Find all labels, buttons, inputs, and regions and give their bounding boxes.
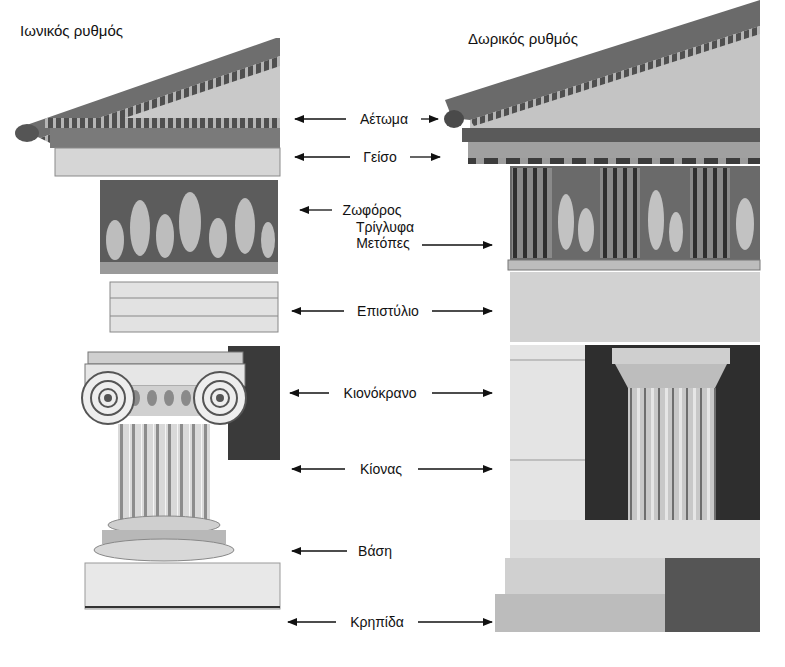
base-torus — [94, 539, 234, 561]
geison — [50, 128, 280, 148]
label-anchor: Γείσο — [363, 148, 397, 166]
leader-arrow — [292, 310, 344, 311]
echinus — [615, 364, 727, 388]
part-label: Αέτωμα — [360, 111, 408, 127]
architrave — [110, 282, 278, 332]
label-anchor: Τρίγλυφα — [356, 218, 414, 236]
leader-arrow — [292, 550, 347, 551]
raking-cornice — [445, 0, 760, 120]
leader-arrow — [418, 468, 492, 469]
label-anchor: Ιωνικός ρυθμός — [20, 22, 123, 40]
mutules — [468, 158, 760, 164]
leader-arrow — [300, 209, 332, 210]
krepis-shadow — [665, 558, 760, 632]
leader-arrow — [410, 156, 440, 157]
part-label: Τρίγλυφα — [356, 219, 414, 235]
leader-arrow — [288, 621, 336, 622]
frieze — [100, 180, 278, 264]
part-label: Ζωφόρος — [343, 202, 402, 218]
label-anchor: Κίονας — [360, 460, 402, 478]
label-anchor: Κρηπίδα — [350, 613, 404, 631]
column-shaft — [628, 388, 716, 520]
part-label: Γείσο — [363, 149, 397, 165]
label-anchor: Μετόπες — [356, 234, 410, 252]
leader-arrows — [288, 119, 492, 622]
wall — [510, 345, 585, 520]
regula — [508, 260, 760, 270]
krepis-step — [510, 520, 760, 558]
leader-arrow — [432, 392, 492, 393]
label-anchor: Δωρικός ρυθμός — [468, 30, 578, 48]
wall-edge — [510, 360, 585, 361]
leader-arrow — [418, 621, 492, 622]
lion-head — [444, 110, 464, 128]
raking-cornice — [18, 38, 280, 138]
part-label: Κρηπίδα — [350, 614, 404, 630]
leader-arrow — [432, 310, 492, 311]
leader-arrow — [290, 392, 329, 393]
architrave-fascia — [110, 316, 278, 317]
wall-edge — [510, 460, 585, 461]
volute — [82, 372, 134, 424]
krepis — [85, 563, 280, 609]
label-anchor: Βάση — [358, 542, 392, 560]
triglyph — [690, 168, 730, 258]
architrave — [510, 272, 760, 342]
metope-figures — [558, 190, 754, 252]
leader-arrow — [295, 118, 346, 119]
shadow — [585, 345, 760, 520]
abacus — [612, 348, 730, 364]
volute — [194, 372, 246, 424]
order-heading: Δωρικός ρυθμός — [468, 30, 578, 47]
abacus — [88, 352, 243, 364]
egg-and-dart — [130, 390, 191, 406]
architrave-fascia — [110, 298, 278, 299]
geison-face — [468, 142, 760, 158]
order-heading: Ιωνικός ρυθμός — [20, 22, 123, 39]
label-anchor: Ζωφόρος — [343, 201, 402, 219]
part-label: Κιονόκρανο — [344, 385, 417, 401]
part-label: Μετόπες — [356, 235, 410, 251]
geison-face — [55, 148, 280, 176]
krepis-edge — [85, 606, 280, 608]
part-label: Επιστύλιο — [357, 303, 419, 319]
triglyph — [512, 168, 552, 258]
frieze-figures — [106, 192, 275, 260]
frieze — [510, 166, 760, 260]
ionic-order — [15, 38, 280, 609]
triglyph — [600, 168, 640, 258]
label-anchor: Αέτωμα — [360, 110, 408, 128]
column-shaft — [118, 424, 210, 520]
frieze-moulding — [100, 262, 278, 274]
lion-head — [15, 124, 39, 142]
geison — [462, 128, 760, 142]
label-anchor: Επιστύλιο — [357, 302, 419, 320]
leader-arrow — [422, 244, 492, 245]
part-label: Κίονας — [360, 461, 402, 477]
doric-order — [444, 0, 760, 632]
leader-arrow — [421, 118, 438, 119]
leader-arrow — [292, 468, 345, 469]
dentil-row — [45, 118, 280, 128]
label-anchor: Κιονόκρανο — [344, 384, 417, 402]
part-label: Βάση — [358, 543, 392, 559]
leader-arrow — [295, 156, 350, 157]
